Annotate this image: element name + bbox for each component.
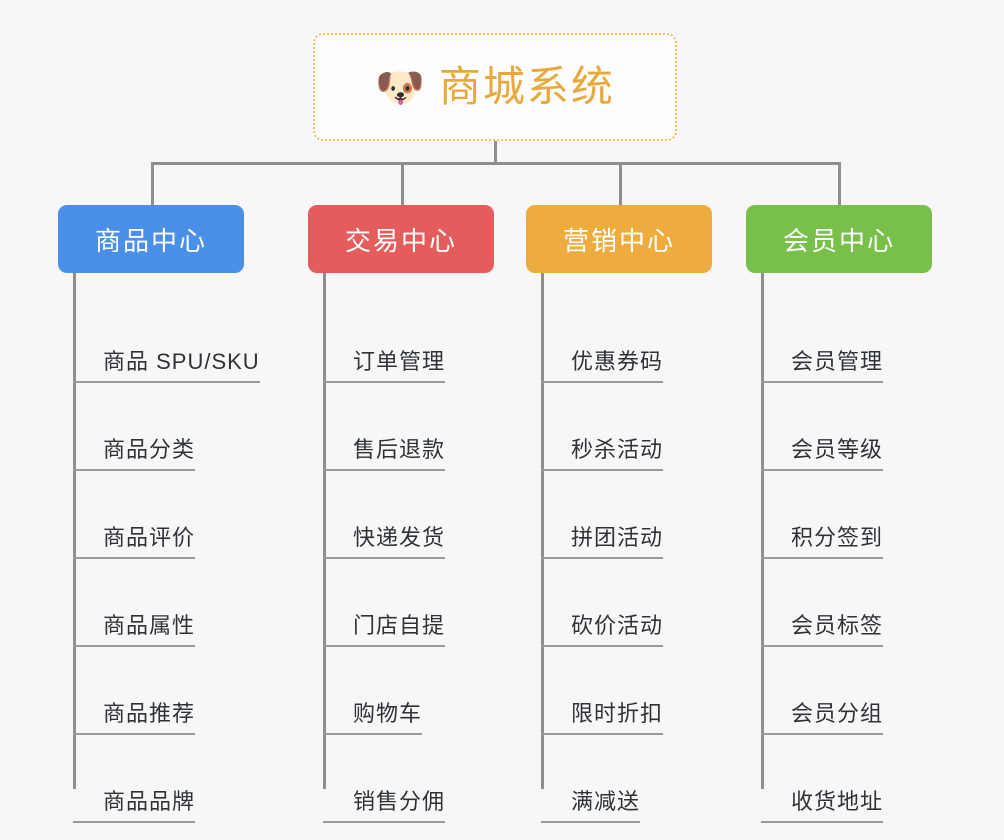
category-column-会员中心: 会员中心 会员管理 会员等级 积分签到 会员标签 会员分组 收货地址 [746, 205, 932, 823]
list-item[interactable]: 商品品牌 [73, 735, 244, 823]
category-drop-connector-1 [401, 162, 404, 206]
leaf-underline [541, 469, 571, 471]
leaf-label: 售后退款 [353, 437, 446, 471]
list-item[interactable]: 商品分类 [73, 383, 244, 471]
list-item[interactable]: 商品 SPU/SKU [73, 295, 260, 383]
leaf-underline [761, 557, 791, 559]
list-item[interactable]: 订单管理 [323, 295, 494, 383]
category-header-1[interactable]: 交易中心 [308, 205, 494, 273]
list-item[interactable]: 门店自提 [323, 559, 494, 647]
leaf-label: 商品属性 [103, 613, 196, 647]
leaf-label: 商品评价 [103, 525, 196, 559]
list-item[interactable]: 会员等级 [761, 383, 932, 471]
category-column-营销中心: 营销中心 优惠券码 秒杀活动 拼团活动 砍价活动 限时折扣 满减送 [526, 205, 712, 823]
leaf-underline [73, 645, 103, 647]
leaf-underline [761, 469, 791, 471]
category-header-label: 营销中心 [562, 225, 675, 256]
leaf-label: 商品分类 [103, 437, 196, 471]
leaf-label: 砍价活动 [571, 613, 664, 647]
list-item[interactable]: 商品推荐 [73, 647, 244, 735]
leaf-underline [323, 821, 353, 823]
leaf-underline [541, 821, 571, 823]
leaf-label: 商品 SPU/SKU [103, 349, 260, 383]
child-list-3: 会员管理 会员等级 积分签到 会员标签 会员分组 收货地址 [761, 273, 932, 823]
list-item[interactable]: 会员标签 [761, 559, 932, 647]
list-item[interactable]: 砍价活动 [541, 559, 712, 647]
leaf-label: 购物车 [353, 701, 423, 735]
leaf-label: 收货地址 [791, 789, 884, 823]
leaf-label: 会员等级 [791, 437, 884, 471]
list-item[interactable]: 商品属性 [73, 559, 244, 647]
leaf-underline [761, 645, 791, 647]
leaf-label: 秒杀活动 [571, 437, 664, 471]
category-header-label: 会员中心 [782, 225, 895, 256]
leaf-label: 门店自提 [353, 613, 446, 647]
list-item[interactable]: 购物车 [323, 647, 494, 735]
leaf-underline [541, 645, 571, 647]
category-column-交易中心: 交易中心 订单管理 售后退款 快递发货 门店自提 购物车 销售分佣 [308, 205, 494, 823]
leaf-label: 积分签到 [791, 525, 884, 559]
leaf-label: 限时折扣 [571, 701, 664, 735]
leaf-underline [541, 733, 571, 735]
category-header-label: 商品中心 [94, 225, 207, 256]
leaf-underline [541, 381, 571, 383]
leaf-label: 销售分佣 [353, 789, 446, 823]
leaf-label: 商品品牌 [103, 789, 196, 823]
leaf-label: 优惠券码 [571, 349, 664, 383]
leaf-underline [761, 381, 791, 383]
root-stem-connector [494, 141, 497, 164]
child-list-2: 优惠券码 秒杀活动 拼团活动 砍价活动 限时折扣 满减送 [541, 273, 712, 823]
category-header-0[interactable]: 商品中心 [58, 205, 244, 273]
category-header-2[interactable]: 营销中心 [526, 205, 712, 273]
horizontal-bus-connector [151, 162, 841, 165]
leaf-label: 满减送 [571, 789, 641, 823]
list-item[interactable]: 积分签到 [761, 471, 932, 559]
list-item[interactable]: 会员管理 [761, 295, 932, 383]
leaf-label: 快递发货 [353, 525, 446, 559]
list-item[interactable]: 秒杀活动 [541, 383, 712, 471]
category-drop-connector-3 [838, 162, 841, 206]
category-header-3[interactable]: 会员中心 [746, 205, 932, 273]
leaf-underline [73, 733, 103, 735]
list-item[interactable]: 商品评价 [73, 471, 244, 559]
leaf-label: 订单管理 [353, 349, 446, 383]
category-drop-connector-0 [151, 162, 154, 206]
list-item[interactable]: 会员分组 [761, 647, 932, 735]
list-item[interactable]: 满减送 [541, 735, 712, 823]
category-header-label: 交易中心 [344, 225, 457, 256]
category-drop-connector-2 [619, 162, 622, 206]
leaf-label: 会员标签 [791, 613, 884, 647]
leaf-underline [323, 557, 353, 559]
list-item[interactable]: 拼团活动 [541, 471, 712, 559]
leaf-label: 会员管理 [791, 349, 884, 383]
leaf-label: 会员分组 [791, 701, 884, 735]
list-item[interactable]: 快递发货 [323, 471, 494, 559]
root-title: 商城系统 [438, 63, 615, 110]
leaf-underline [73, 381, 103, 383]
dog-face-icon: 🐶 [375, 66, 425, 110]
leaf-label: 拼团活动 [571, 525, 664, 559]
child-list-1: 订单管理 售后退款 快递发货 门店自提 购物车 销售分佣 [323, 273, 494, 823]
leaf-underline [323, 469, 353, 471]
leaf-underline [73, 557, 103, 559]
category-column-商品中心: 商品中心 商品 SPU/SKU 商品分类 商品评价 商品属性 商品推荐 商品品牌 [58, 205, 260, 823]
leaf-underline [761, 821, 791, 823]
leaf-underline [541, 557, 571, 559]
list-item[interactable]: 优惠券码 [541, 295, 712, 383]
leaf-underline [323, 733, 353, 735]
leaf-underline [323, 645, 353, 647]
child-list-0: 商品 SPU/SKU 商品分类 商品评价 商品属性 商品推荐 商品品牌 [73, 273, 260, 823]
list-item[interactable]: 限时折扣 [541, 647, 712, 735]
leaf-underline [761, 733, 791, 735]
list-item[interactable]: 收货地址 [761, 735, 932, 823]
leaf-underline [323, 381, 353, 383]
root-node[interactable]: 🐶 商城系统 [313, 33, 677, 141]
list-item[interactable]: 销售分佣 [323, 735, 494, 823]
leaf-underline [73, 469, 103, 471]
leaf-underline [73, 821, 103, 823]
leaf-label: 商品推荐 [103, 701, 196, 735]
list-item[interactable]: 售后退款 [323, 383, 494, 471]
